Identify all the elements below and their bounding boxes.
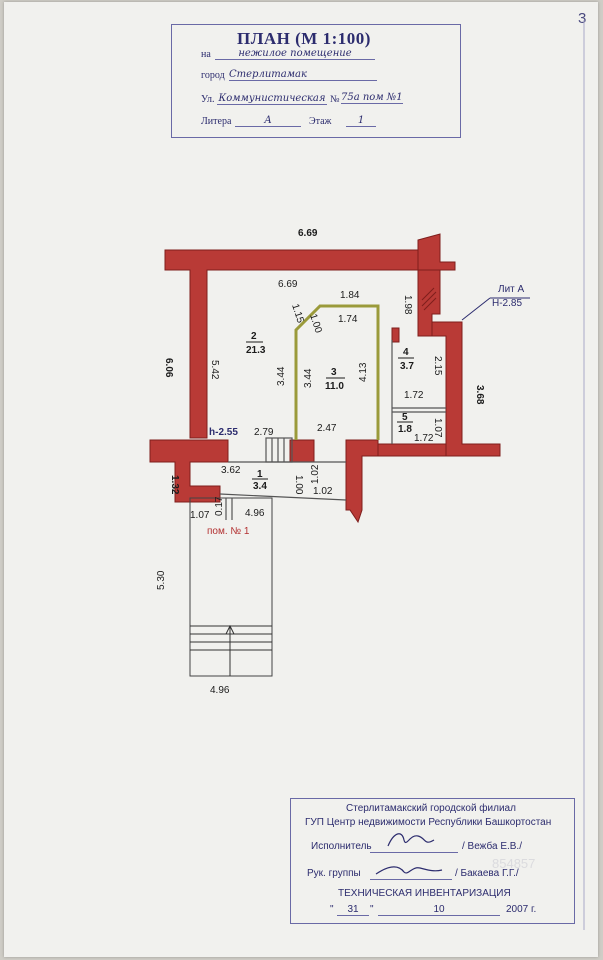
room1-id: 1 — [257, 469, 263, 480]
dim-3-62: 3.62 — [221, 465, 241, 476]
lit-height: H-2.85 — [492, 298, 522, 309]
group-name: / Бакаева Г.Г./ — [455, 868, 519, 879]
dim-1-00b: 1.00 — [293, 475, 304, 495]
date-close-quote: " — [370, 904, 374, 915]
na-value: нежилое помещение — [215, 48, 375, 60]
room2-area: 21.3 — [246, 345, 266, 356]
wall-bottom-column — [345, 439, 379, 524]
dim-inner-left-height: 5.42 — [209, 360, 220, 380]
street-value: Коммунистическая — [217, 93, 327, 105]
dim-1-72a: 1.72 — [404, 390, 424, 401]
date-year: 2007 г. — [506, 904, 537, 915]
plan-header-box — [171, 24, 461, 138]
room4-id: 4 — [403, 347, 409, 358]
group-label: Рук. группы — [307, 868, 361, 879]
wall-right-column — [417, 269, 441, 337]
stamp-box — [290, 798, 575, 924]
group-signature-line — [370, 879, 452, 880]
dim-1-32: 1.32 — [169, 475, 180, 495]
dim-1-74: 1.74 — [338, 314, 358, 325]
lit-label: Лит А — [498, 284, 525, 295]
plan-title: ПЛАН (М 1:100) — [237, 29, 371, 48]
wall-partition — [289, 439, 315, 463]
dim-1-00a: 1.00 — [307, 313, 324, 335]
group-signature — [375, 866, 443, 875]
stamp-org-line2: ГУП Центр недвижимости Республики Башкор… — [305, 817, 552, 828]
hatch — [421, 287, 437, 311]
document-sheet — [4, 2, 598, 957]
litera-label: Литера — [201, 116, 232, 127]
floor-value: 1 — [346, 115, 376, 127]
city-value: Стерлитамак — [229, 69, 377, 81]
walls — [149, 233, 501, 524]
room5-area: 1.8 — [398, 424, 412, 435]
stamp-org-line1: Стерлитамакский городской филиал — [346, 803, 516, 814]
dim-2-15: 2.15 — [432, 356, 443, 376]
dim-1-02a: 1.02 — [313, 486, 333, 497]
executor-signature — [387, 833, 435, 847]
wall-pillar — [391, 327, 400, 343]
watermark: 854857 — [492, 856, 536, 871]
room3-id: 3 — [331, 367, 337, 378]
room5-id: 5 — [402, 412, 408, 423]
lit-leader — [461, 297, 491, 321]
executor-label: Исполнитель — [311, 841, 372, 852]
page-number: 3 — [578, 10, 587, 27]
floor-label: Этаж — [309, 116, 332, 127]
dim-4-13: 4.13 — [358, 362, 369, 382]
dim-4-96b: 4.96 — [210, 685, 230, 696]
wall-top-right-stub — [417, 233, 456, 271]
dim-3-68: 3.68 — [474, 385, 485, 405]
porch-stairs — [190, 625, 272, 676]
dim-1-84: 1.84 — [340, 290, 360, 301]
date-open-quote: " — [330, 904, 334, 915]
dim-inner-width: 6.69 — [278, 279, 298, 290]
room1-area: 3.4 — [253, 481, 267, 492]
dim-1-07b: 1.07 — [190, 510, 210, 521]
partition-room3 — [294, 304, 380, 440]
dim-1-07a: 1.07 — [432, 418, 443, 438]
na-label: на — [201, 49, 211, 60]
room3-area: 11.0 — [325, 381, 344, 392]
dim-0-17: 0.17 — [214, 496, 225, 516]
number-value: 75а пом №1 — [341, 92, 403, 104]
dim-left-height: 6.06 — [163, 358, 174, 378]
inventory-title: ТЕХНИЧЕСКАЯ ИНВЕНТАРИЗАЦИЯ — [338, 888, 511, 899]
room2-id: 2 — [251, 331, 257, 342]
dim-1-15: 1.15 — [289, 303, 306, 325]
wall-right — [431, 321, 501, 457]
dim-3-44b: 3.44 — [303, 368, 314, 388]
stair-box — [265, 437, 293, 463]
date-day: 31 — [337, 904, 369, 916]
dim-1-98: 1.98 — [402, 295, 413, 315]
dim-1-72b: 1.72 — [414, 433, 434, 444]
executor-signature-line — [370, 852, 458, 853]
h-mark: h-2.55 — [209, 427, 238, 438]
executor-name: / Вежба Е.В./ — [462, 841, 522, 852]
pom-label: пом. № 1 — [207, 526, 250, 537]
number-label: № — [330, 94, 340, 105]
street-label: Ул. — [201, 94, 215, 105]
dim-4-96a: 4.96 — [245, 508, 265, 519]
partitions — [189, 304, 446, 677]
dim-3-44a: 3.44 — [276, 366, 287, 386]
porch — [189, 497, 273, 677]
city-label: город — [201, 70, 225, 81]
room4-area: 3.7 — [400, 361, 414, 372]
date-month: 10 — [378, 904, 500, 916]
wall-bottom-left — [149, 439, 229, 503]
stair-arrow — [225, 624, 235, 635]
dim-2-79: 2.79 — [254, 427, 274, 438]
dim-overall-width: 6.69 — [298, 228, 318, 239]
litera-value: А — [235, 115, 301, 127]
dim-5-30: 5.30 — [156, 570, 167, 590]
passage-bottom — [219, 493, 347, 501]
dim-2-47: 2.47 — [317, 423, 337, 434]
dim-1-02b: 1.02 — [310, 464, 321, 484]
